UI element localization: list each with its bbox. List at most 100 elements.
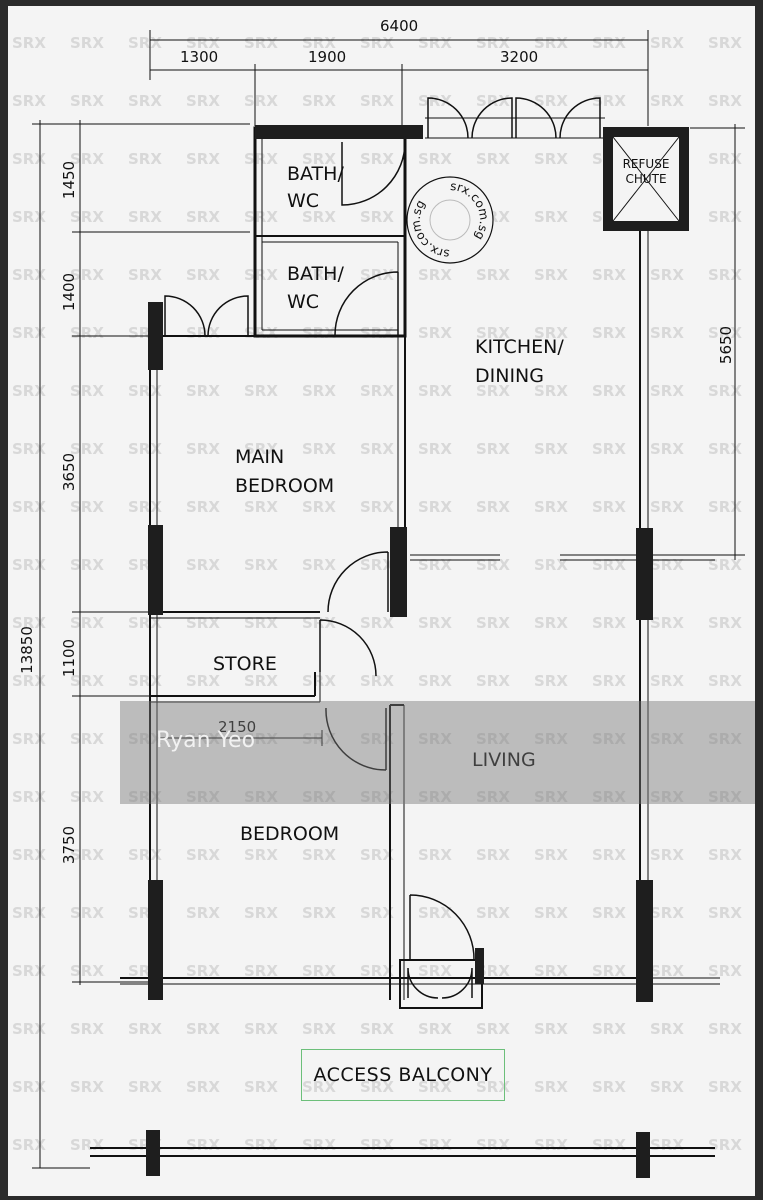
watermark-mark: SRX (476, 324, 510, 342)
watermark-mark: SRX (534, 1020, 568, 1038)
watermark-mark: SRX (534, 672, 568, 690)
watermark-mark: SRX (70, 730, 104, 748)
watermark-mark: SRX (12, 440, 46, 458)
watermark-mark: SRX (128, 266, 162, 284)
watermark-mark: SRX (592, 614, 626, 632)
watermark-mark: SRX (592, 1194, 626, 1196)
watermark-mark: SRX (360, 556, 394, 574)
watermark-mark: SRX (302, 904, 336, 922)
watermark-mark: SRX (186, 1194, 220, 1196)
watermark-mark: SRX (302, 382, 336, 400)
watermark-mark: SRX (708, 1078, 742, 1096)
agent-name-banner (120, 701, 755, 804)
watermark-mark: SRX (708, 904, 742, 922)
watermark-mark: SRX (128, 846, 162, 864)
watermark-mark: SRX (360, 382, 394, 400)
watermark-mark: SRX (302, 34, 336, 52)
watermark-mark: SRX (302, 1194, 336, 1196)
watermark-mark: SRX (650, 962, 684, 980)
watermark-mark: SRX (708, 92, 742, 110)
srx-stamp: srx.com.sg srx.com.sg (406, 176, 494, 264)
access-balcony-label: ACCESS BALCONY (301, 1049, 505, 1101)
watermark-mark: SRX (244, 382, 278, 400)
watermark-mark: SRX (12, 730, 46, 748)
watermark-mark: SRX (360, 1020, 394, 1038)
watermark-mark: SRX (70, 266, 104, 284)
label-bath2-line1: BATH/ (287, 263, 344, 285)
watermark-mark: SRX (650, 498, 684, 516)
watermark-mark: SRX (476, 150, 510, 168)
watermark-mark: SRX (70, 34, 104, 52)
watermark-mark: SRX (592, 556, 626, 574)
watermark-mark: SRX (418, 150, 452, 168)
watermark-mark: SRX (418, 440, 452, 458)
inner-dimension (158, 730, 323, 746)
label-bedroom: BEDROOM (240, 823, 339, 845)
watermark-mark: SRX (708, 614, 742, 632)
watermark-mark: SRX (186, 382, 220, 400)
watermark-mark: SRX (302, 556, 336, 574)
watermark-mark: SRX (128, 150, 162, 168)
watermark-mark: SRX (186, 904, 220, 922)
watermark-mark: SRX (244, 34, 278, 52)
watermark-mark: SRX (186, 672, 220, 690)
watermark-mark: SRX (418, 382, 452, 400)
watermark-mark: SRX (476, 1194, 510, 1196)
watermark-mark: SRX (302, 672, 336, 690)
watermark-mark: SRX (650, 1078, 684, 1096)
watermark-mark: SRX (476, 266, 510, 284)
watermark-mark: SRX (476, 1078, 510, 1096)
watermark-mark: SRX (650, 1136, 684, 1154)
watermark-mark: SRX (244, 962, 278, 980)
watermark-mark: SRX (708, 498, 742, 516)
watermark-mark: SRX (418, 1078, 452, 1096)
watermark-mark: SRX (534, 382, 568, 400)
watermark-mark: SRX (592, 92, 626, 110)
watermark-mark: SRX (476, 672, 510, 690)
watermark-mark: SRX (592, 730, 626, 748)
label-kitchen-line1: KITCHEN/ (475, 336, 564, 358)
watermark-mark: SRX (302, 266, 336, 284)
dim-kitchen-height: 5650 (717, 326, 735, 364)
dim-height-bath1: 1450 (60, 161, 78, 199)
watermark-mark: SRX (186, 266, 220, 284)
label-kitchen-line2: DINING (475, 365, 544, 387)
watermark-mark: SRX (128, 1078, 162, 1096)
watermark-mark: SRX (650, 614, 684, 632)
watermark-mark: SRX (650, 1020, 684, 1038)
watermark-mark: SRX (360, 672, 394, 690)
watermark-mark: SRX (70, 614, 104, 632)
watermark-mark: SRX (534, 962, 568, 980)
watermark-mark: SRX (360, 962, 394, 980)
watermark-mark: SRX (592, 1136, 626, 1154)
watermark-mark: SRX (360, 150, 394, 168)
watermark-mark: SRX (476, 846, 510, 864)
watermark-mark: SRX (244, 614, 278, 632)
watermark-mark: SRX (70, 672, 104, 690)
watermark-mark: SRX (302, 614, 336, 632)
watermark-mark: SRX (128, 498, 162, 516)
watermark-mark: SRX (244, 904, 278, 922)
watermark-mark: SRX (650, 672, 684, 690)
floor-plan-drawing: SRX SRX SRX SRX SRX SRX SRX SRX SRX SRX SRX SRX SRX S… (12, 17, 745, 1196)
watermark-mark: SRX (360, 846, 394, 864)
watermark-mark: SRX (418, 962, 452, 980)
dim-width-right: 3200 (500, 48, 538, 66)
dim-height-bedroom: 3750 (60, 826, 78, 864)
watermark-mark: SRX (592, 266, 626, 284)
watermark-mark: SRX (650, 846, 684, 864)
watermark-mark: SRX (302, 92, 336, 110)
watermark-mark: SRX (708, 440, 742, 458)
watermark-mark: SRX (592, 324, 626, 342)
label-bath1-line2: WC (287, 190, 319, 212)
watermark-mark: SRX (708, 208, 742, 226)
watermark-mark: SRX (128, 1194, 162, 1196)
watermark-mark: SRX (650, 324, 684, 342)
watermark-mark: SRX (708, 788, 742, 806)
watermark-mark: SRX (12, 208, 46, 226)
watermark-mark: SRX (302, 498, 336, 516)
refuse-chute-label-2: CHUTE (625, 172, 666, 186)
watermark-mark: SRX (534, 904, 568, 922)
watermark-mark: SRX (708, 150, 742, 168)
watermark-mark: SRX (244, 730, 278, 748)
